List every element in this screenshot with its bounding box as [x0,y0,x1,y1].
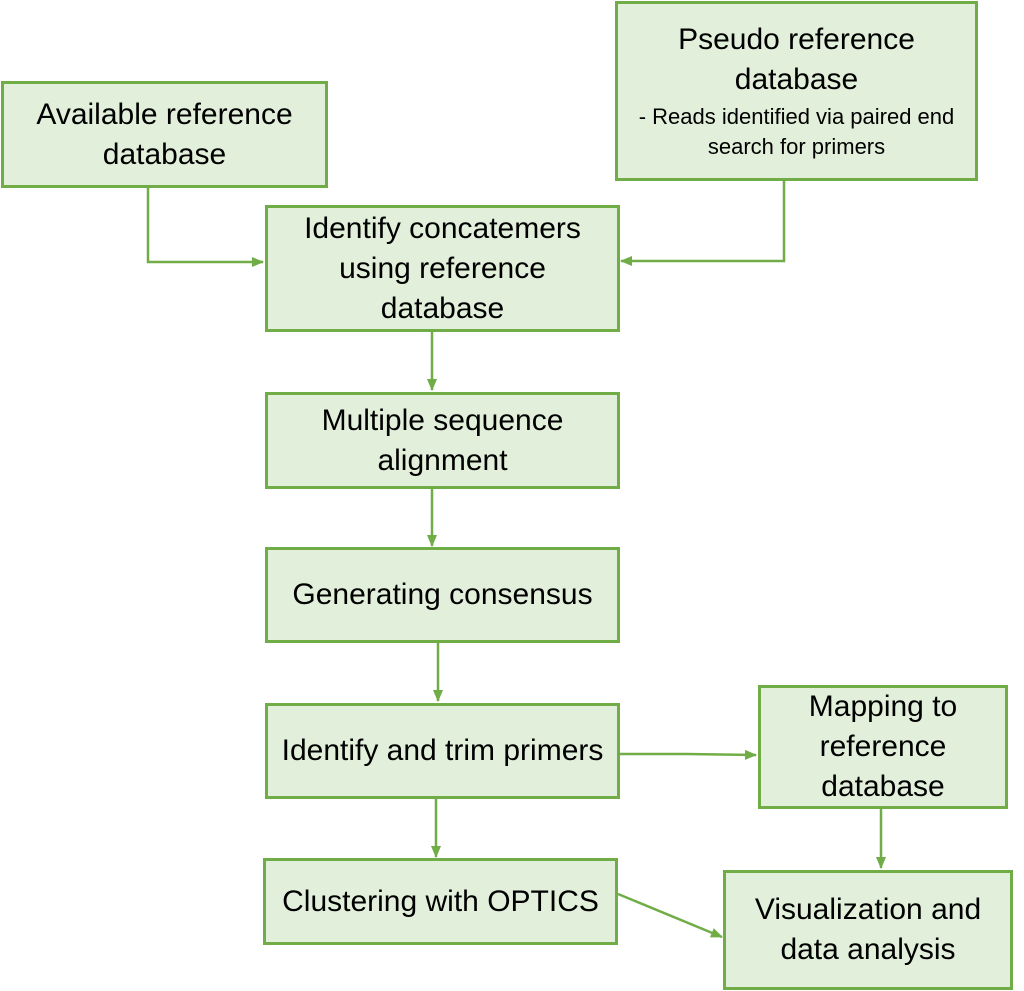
edge-available-to-concatemers [146,187,264,267]
edge-pseudo-to-concatemers [620,180,786,266]
identify-trim-primers-label: Identify and trim primers [281,734,604,767]
identify-trim-primers-box: Identify and trim primers [265,703,620,799]
pseudo-reference-database-note: - Reads identified via paired end search… [638,104,955,159]
generating-consensus-box: Generating consensus [265,547,620,643]
edge-trim-to-mapping [620,749,757,760]
edge-clustering-to-visualization [617,892,723,939]
pseudo-reference-database-box: Pseudo reference database - Reads identi… [615,1,978,181]
clustering-optics-label: Clustering with OPTICS [282,884,599,918]
multiple-sequence-alignment-label: Multiple sequence alignment [321,403,564,477]
generating-consensus-label: Generating consensus [292,578,593,611]
available-reference-database-box: Available reference database [1,81,328,188]
mapping-reference-database-box: Mapping to reference database [758,685,1008,809]
multiple-sequence-alignment-box: Multiple sequence alignment [265,392,620,489]
identify-concatemers-box: Identify concatemers using reference dat… [265,205,620,332]
visualization-data-analysis-label: Visualization and data analysis [754,893,982,966]
identify-concatemers-label: Identify concatemers using reference dat… [304,211,581,325]
visualization-data-analysis-box: Visualization and data analysis [723,870,1013,990]
clustering-optics-box: Clustering with OPTICS [263,858,618,945]
pseudo-reference-database-label: Pseudo reference database [678,23,915,96]
available-reference-database-label: Available reference database [36,97,293,171]
mapping-reference-database-label: Mapping to reference database [808,690,958,803]
